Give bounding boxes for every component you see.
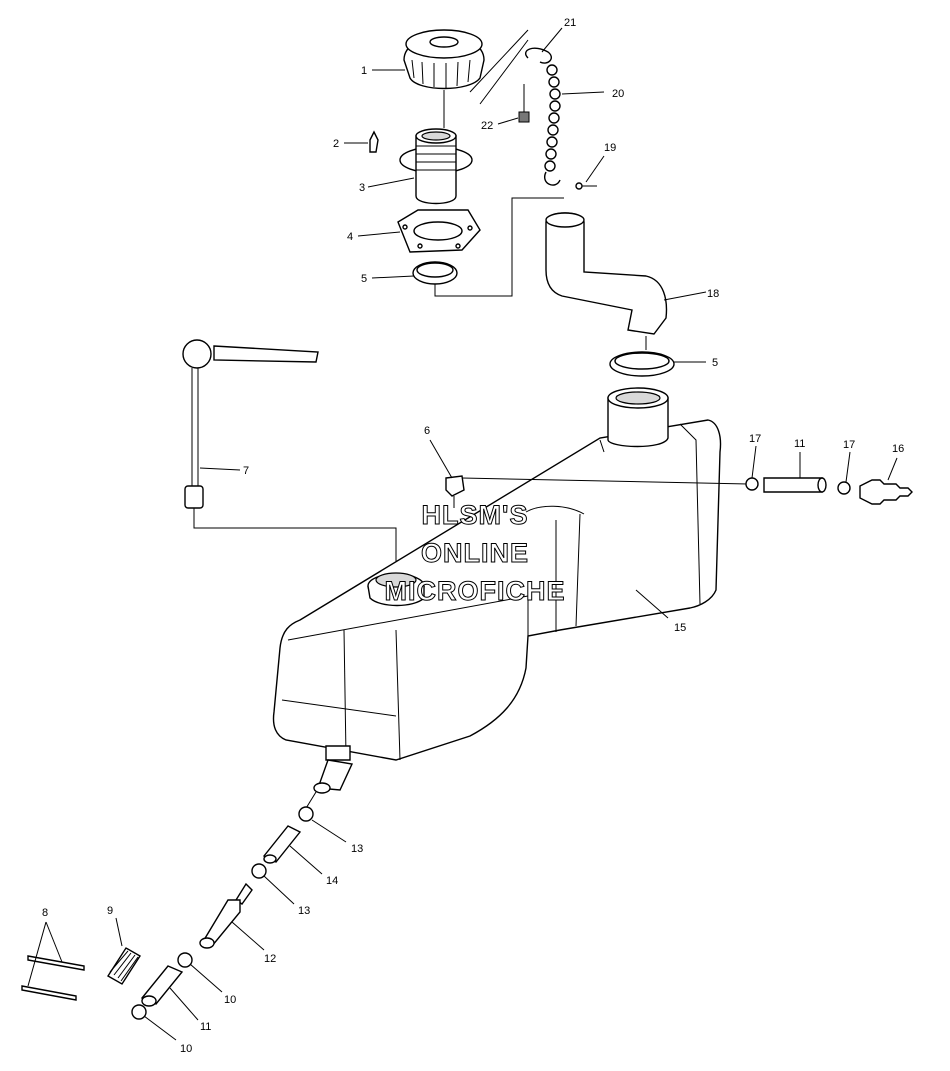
- part-13-clamp-b: [251, 863, 267, 879]
- watermark: HLSM'S ONLINE MICROFICHE: [384, 500, 566, 607]
- part-10-clamp-a: [177, 952, 193, 968]
- callout-4: 4: [347, 231, 353, 243]
- leader-lines: [27, 27, 898, 1041]
- outlet-fitting: [313, 759, 354, 794]
- watermark-line-1: HLSM'S: [422, 500, 529, 530]
- part-9-spring: [107, 947, 141, 985]
- callout-18: 18: [707, 288, 719, 300]
- part-8-tie-straps: [21, 955, 85, 1001]
- callout-21: 21: [564, 17, 576, 29]
- part-22-rivet: [518, 84, 530, 123]
- callout-labels: 1 2 3 4 5 5 6 7 8 9 10 10 11 11 12 13 13…: [42, 17, 904, 1055]
- callout-14: 14: [326, 875, 338, 887]
- part-1-fuel-cap: [403, 29, 485, 128]
- part-11-hose-b: [140, 965, 184, 1007]
- callout-12: 12: [264, 953, 276, 965]
- watermark-line-2: ONLINE: [421, 538, 529, 568]
- callout-20: 20: [612, 88, 624, 100]
- callout-16: 16: [892, 443, 904, 455]
- callout-13-b: 13: [298, 905, 310, 917]
- part-5-clamp-lower: [609, 351, 675, 377]
- callout-7: 7: [243, 465, 249, 477]
- callout-10-a: 10: [224, 994, 236, 1006]
- part-17-clamp-a: [745, 477, 759, 491]
- part-20-chain: [525, 47, 561, 186]
- part-7-fuel-gauge: [182, 339, 319, 509]
- callout-22: 22: [481, 120, 493, 132]
- part-4-gasket: [397, 209, 481, 253]
- part-2-vent: [369, 130, 379, 153]
- part-14-hose: [262, 825, 302, 864]
- callout-17-b: 17: [843, 439, 855, 451]
- part-13-clamp-a: [298, 806, 314, 822]
- part-15-fuel-tank: [272, 387, 722, 761]
- watermark-line-3: MICROFICHE: [385, 576, 566, 606]
- callout-8: 8: [42, 907, 48, 919]
- callout-10-b: 10: [180, 1043, 192, 1055]
- callout-6: 6: [424, 425, 430, 437]
- part-17-clamp-b: [837, 481, 851, 495]
- part-10-clamp-b: [131, 1004, 147, 1020]
- callout-13-a: 13: [351, 843, 363, 855]
- part-19-pin: [575, 182, 597, 190]
- part-5-clamp-upper: [412, 261, 458, 285]
- callout-1: 1: [361, 65, 367, 77]
- part-12-filter: [199, 882, 253, 949]
- callout-11-a: 11: [794, 438, 805, 450]
- part-3-filler-neck: [399, 128, 473, 205]
- callout-11-b: 11: [200, 1021, 211, 1033]
- part-6-vent-elbow: [445, 475, 465, 508]
- part-16-check-valve: [859, 479, 913, 505]
- part-11-hose-a: [763, 477, 827, 493]
- callout-9: 9: [107, 905, 113, 917]
- part-18-filler-hose: [545, 212, 668, 350]
- callout-3: 3: [359, 182, 365, 194]
- callout-17-a: 17: [749, 433, 761, 445]
- callout-5-lower: 5: [712, 357, 718, 369]
- callout-15: 15: [674, 622, 686, 634]
- callout-19: 19: [604, 142, 616, 154]
- callout-5-upper: 5: [361, 273, 367, 285]
- callout-2: 2: [333, 138, 339, 150]
